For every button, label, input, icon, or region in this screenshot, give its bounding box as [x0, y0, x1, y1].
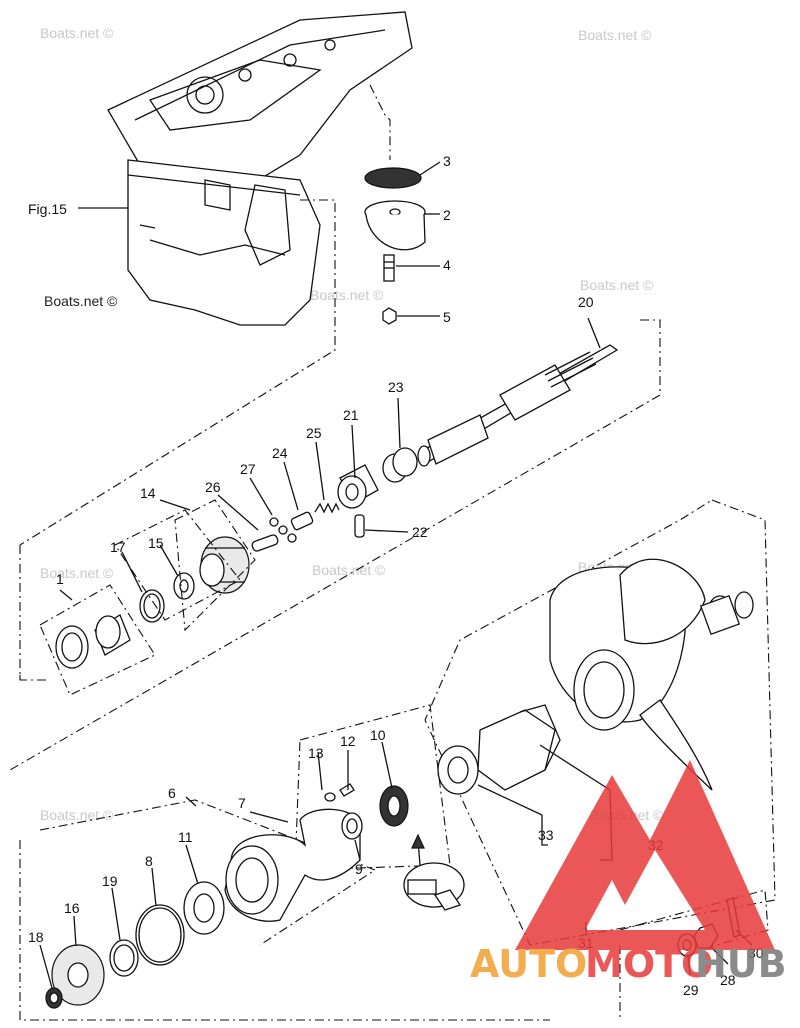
watermark: Boats.net © — [40, 565, 114, 581]
callout-18: 18 — [28, 929, 44, 945]
watermark: Boats.net © — [312, 562, 386, 578]
leader-line — [283, 461, 299, 511]
callout-23: 23 — [388, 379, 404, 395]
figure-reference-label: Fig.15 — [28, 201, 67, 217]
logo-text-moto: MOTO — [585, 942, 713, 986]
logo-text-auto: AUTO — [470, 942, 587, 986]
callout-24: 24 — [272, 445, 288, 461]
logo-text-hub: HUB — [695, 942, 787, 986]
watermark: Boats.net © — [44, 293, 118, 309]
callout-11: 11 — [178, 829, 193, 845]
callout-17: 17 — [110, 539, 126, 555]
leader-line — [185, 844, 199, 885]
callout-29: 29 — [683, 982, 699, 998]
leader-line — [587, 317, 601, 349]
leader-line — [121, 551, 143, 593]
logo-triangle-mark — [515, 760, 775, 950]
leader-line — [317, 751, 323, 791]
gear-housing-group — [19, 704, 550, 1021]
lower-case-housing — [19, 11, 413, 546]
watermark: Boats.net © — [578, 27, 652, 43]
leader-line — [541, 815, 548, 846]
leader-line — [381, 741, 393, 789]
leader-line — [39, 944, 53, 989]
callout-15: 15 — [148, 535, 164, 551]
callout-6: 6 — [168, 785, 176, 801]
callout-4: 4 — [443, 257, 451, 273]
leader-line — [217, 494, 259, 531]
callout-22: 22 — [412, 524, 428, 540]
automotohub-logo: AUTO MOTO HUB — [470, 760, 787, 986]
leader-line — [185, 796, 197, 807]
callout-21: 21 — [343, 407, 359, 423]
propeller-shaft-assembly — [9, 319, 661, 771]
propeller-assembly — [424, 499, 776, 946]
callout-12: 12 — [340, 733, 356, 749]
watermark: Boats.net © — [580, 277, 654, 293]
callout-8: 8 — [145, 853, 153, 869]
callout-1: 1 — [56, 571, 64, 587]
callout-27: 27 — [240, 461, 256, 477]
leader-line — [249, 477, 273, 516]
callout-28: 28 — [720, 972, 736, 988]
leader-line — [397, 397, 401, 449]
callout-10: 10 — [370, 727, 386, 743]
callout-13: 13 — [308, 745, 324, 761]
callout-7: 7 — [238, 795, 246, 811]
leader-line — [419, 161, 441, 176]
leader-line — [111, 887, 121, 941]
leader-line — [159, 544, 179, 577]
callout-33: 33 — [538, 827, 554, 843]
callout-2: 2 — [443, 207, 451, 223]
callout-9: 9 — [355, 861, 363, 877]
parts-2-5 — [364, 84, 426, 325]
leader-line — [539, 744, 611, 791]
callout-14: 14 — [140, 485, 156, 501]
callout-3: 3 — [443, 153, 451, 169]
watermark: Boats.net © — [310, 287, 384, 303]
leader-line — [364, 529, 409, 533]
leader-line — [73, 915, 77, 947]
leader-line — [315, 441, 325, 501]
callout-16: 16 — [64, 900, 80, 916]
callout-19: 19 — [102, 873, 118, 889]
watermark: Boats.net © — [40, 807, 114, 823]
leader-line — [159, 499, 191, 511]
leader-line — [249, 811, 289, 823]
callout-26: 26 — [205, 479, 221, 495]
leader-line — [351, 424, 356, 479]
callout-20: 20 — [578, 294, 594, 310]
watermark: Boats.net © — [40, 25, 114, 41]
leader-line — [59, 589, 73, 601]
leader-line — [151, 867, 157, 907]
leader-line — [354, 839, 361, 861]
leader-line — [477, 784, 543, 816]
leader-line — [687, 955, 691, 976]
callout-5: 5 — [443, 309, 451, 325]
callout-25: 25 — [306, 425, 322, 441]
